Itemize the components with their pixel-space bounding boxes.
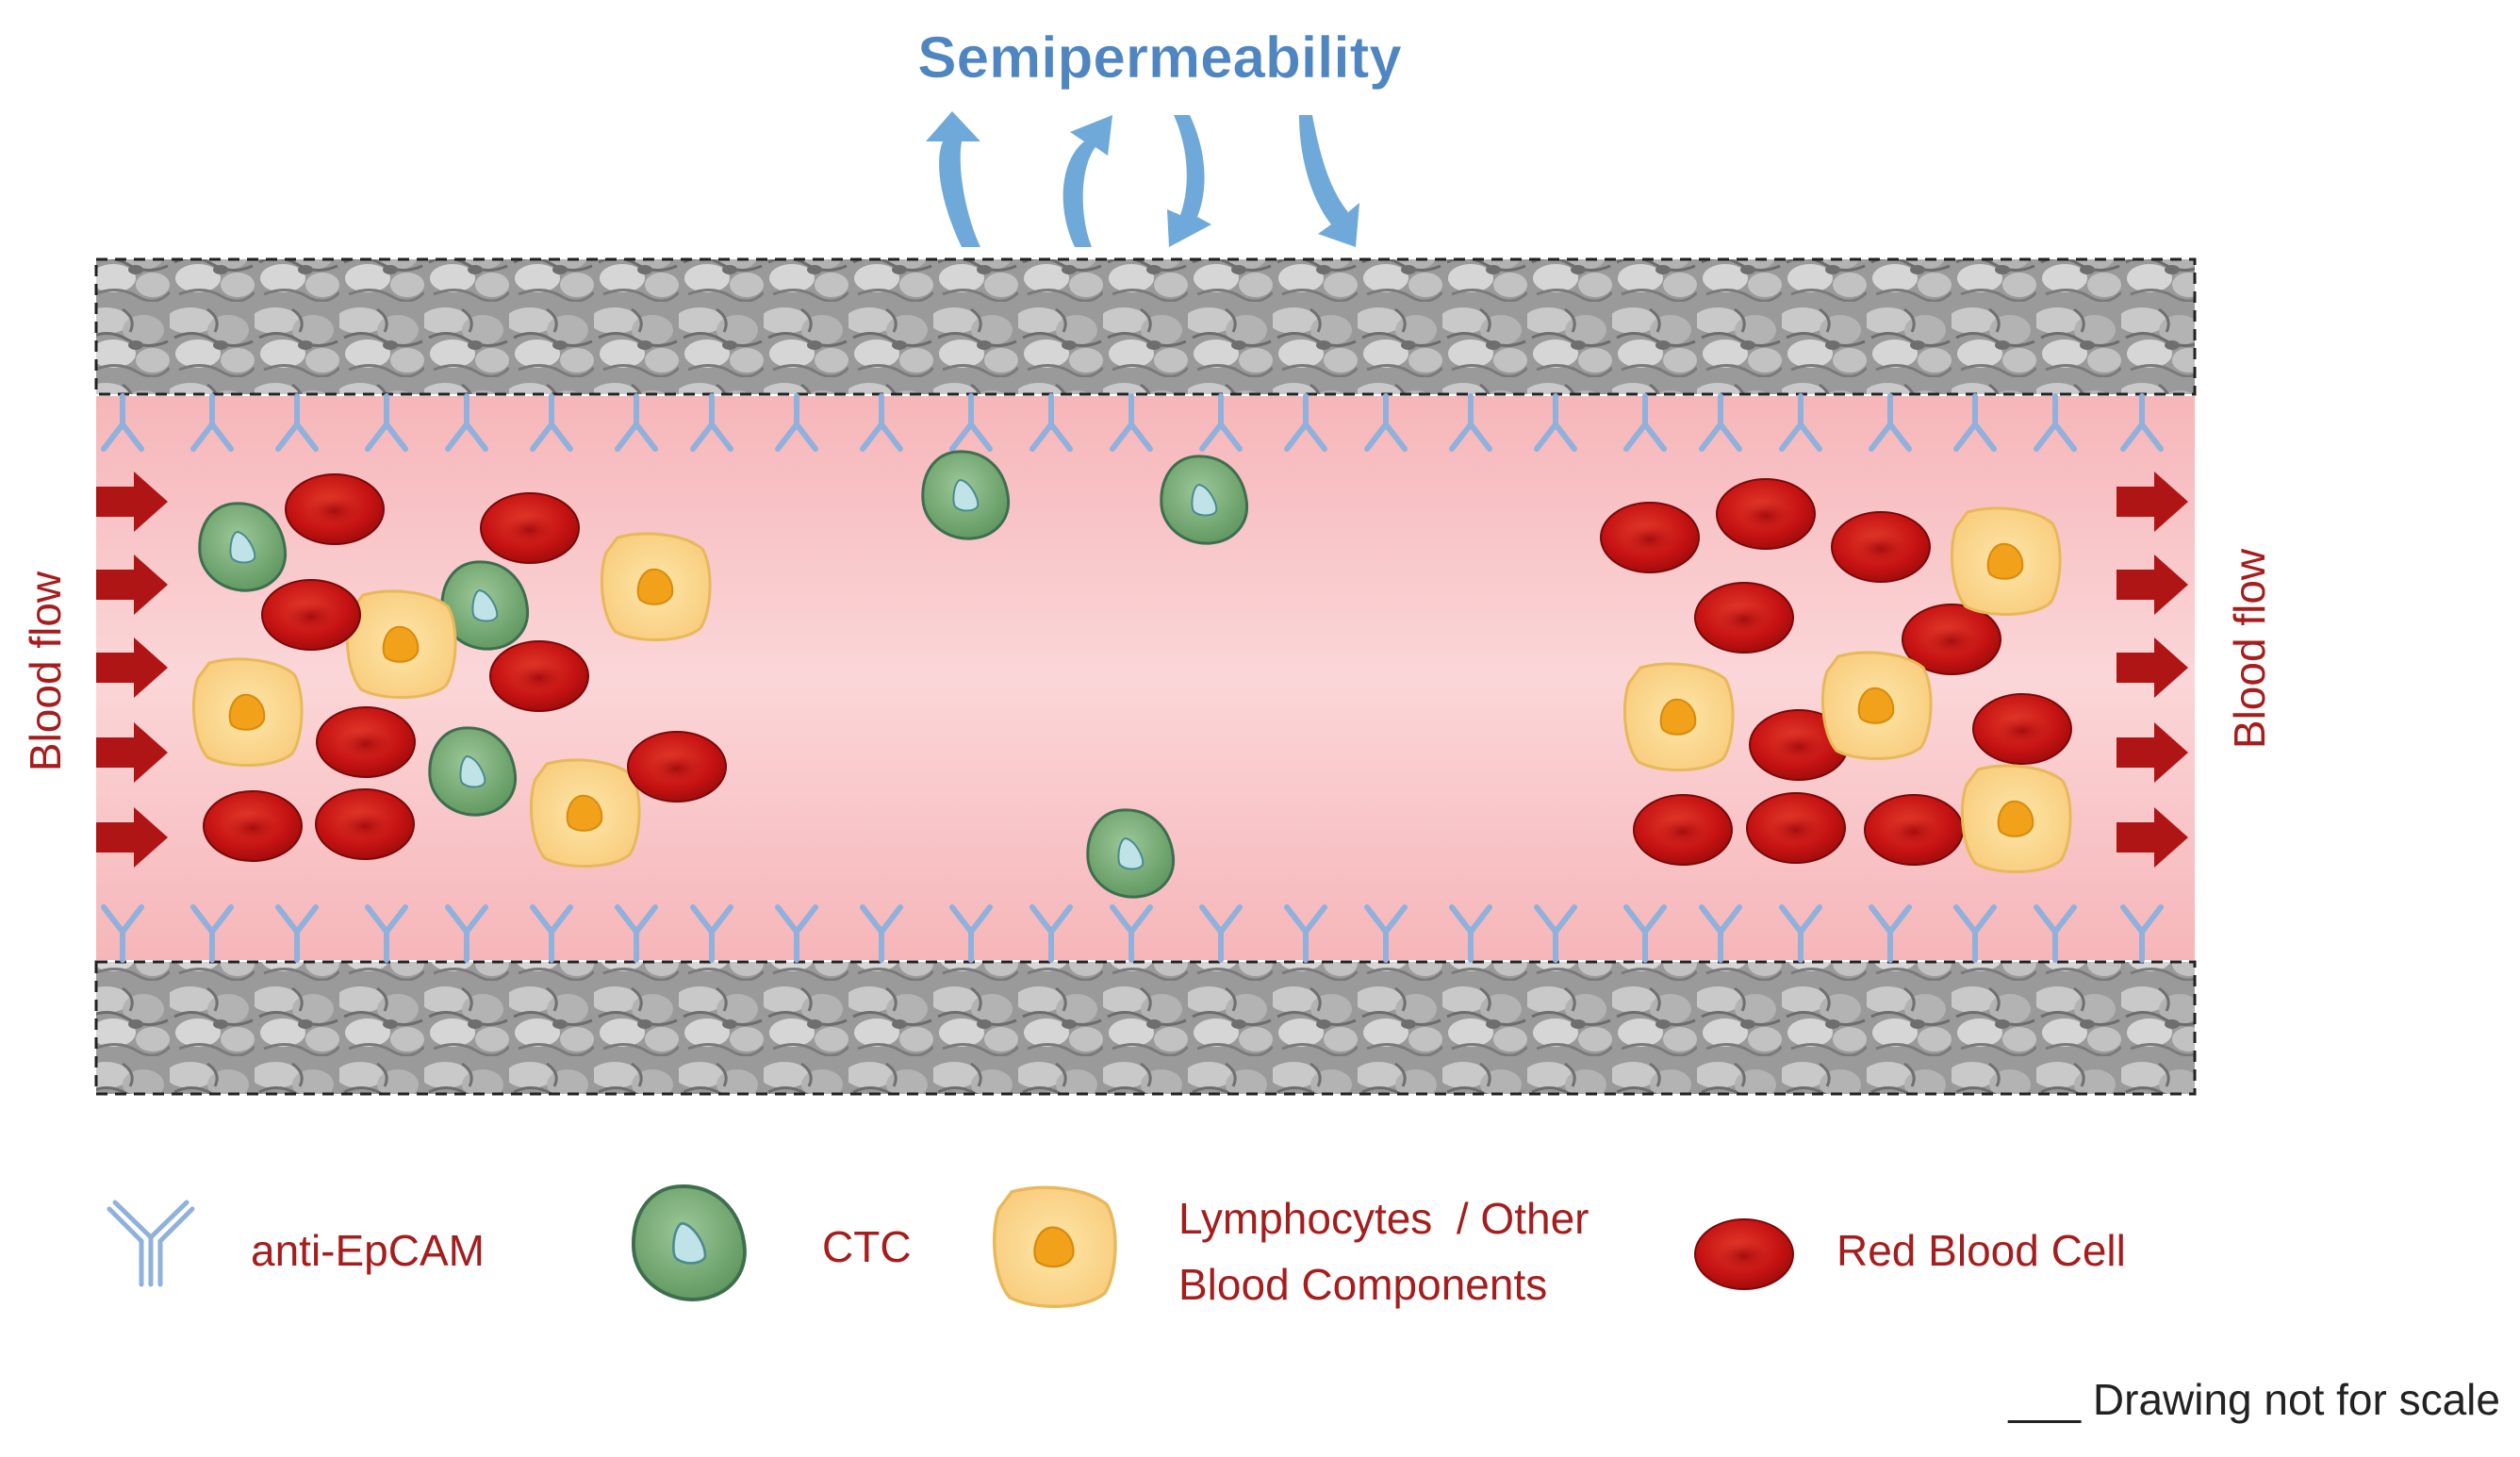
red-blood-cell-icon [1746, 792, 1846, 864]
red-blood-cell-icon [285, 473, 385, 545]
ctc-cell-icon [632, 1184, 747, 1301]
lymphocyte-icon [992, 1185, 1117, 1309]
red-blood-cell-icon [261, 579, 361, 651]
legend: anti-EpCAM CTC Lymphocytes / Other Blood… [107, 1184, 2126, 1309]
legend-antibody-label: anti-EpCAM [251, 1226, 485, 1275]
red-blood-cell-icon [1633, 794, 1733, 866]
vessel-wall-bottom [94, 960, 2197, 1096]
legend-rbc-label: Red Blood Cell [1836, 1226, 2126, 1275]
lymphocyte-icon [600, 532, 712, 642]
curved-arrow-icon [1299, 115, 1359, 247]
antibody-icon [107, 1200, 195, 1287]
semipermeability-arrows [926, 111, 1359, 247]
red-blood-cell-icon [627, 731, 727, 803]
red-blood-cell-icon [316, 706, 416, 778]
legend-rbc: Red Blood Cell [1694, 1218, 2126, 1290]
blood-flow-label-left: Blood flow [21, 571, 70, 771]
vessel-wall-top [94, 257, 2197, 396]
lymphocyte-icon [191, 657, 304, 768]
curved-arrow-icon [1062, 115, 1112, 247]
curved-arrow-icon [926, 111, 980, 247]
scale-note: ___ Drawing not for scale [2007, 1375, 2500, 1424]
red-blood-cell-icon [203, 790, 303, 862]
legend-antibody: anti-EpCAM [107, 1200, 485, 1287]
lymphocyte-icon [1820, 651, 1933, 761]
red-blood-cell-icon [1694, 582, 1794, 654]
legend-lymph-label-line1: Lymphocytes / Other [1178, 1194, 1589, 1243]
blood-flow-label-right: Blood flow [2225, 548, 2274, 749]
red-blood-cell-icon [489, 640, 589, 712]
red-blood-cell-icon [1694, 1218, 1794, 1290]
lymphocyte-icon [1960, 764, 2072, 874]
red-blood-cell-icon [1716, 478, 1816, 550]
legend-ctc-label: CTC [822, 1222, 912, 1271]
red-blood-cell-icon [1831, 511, 1931, 583]
legend-lymphocyte: Lymphocytes / Other Blood Components [992, 1185, 1589, 1309]
lymphocyte-icon [1950, 506, 2062, 617]
red-blood-cell-icon [480, 492, 580, 564]
red-blood-cell-icon [1972, 693, 2072, 765]
curved-arrow-icon [1167, 115, 1211, 247]
lymphocyte-icon [345, 589, 457, 700]
lymphocyte-icon [529, 758, 641, 869]
legend-ctc: CTC [632, 1184, 912, 1301]
red-blood-cell-icon [315, 788, 415, 860]
title: Semipermeability [917, 25, 1402, 91]
lymphocyte-icon [1622, 662, 1735, 772]
red-blood-cell-icon [1864, 794, 1964, 866]
red-blood-cell-icon [1600, 502, 1700, 573]
legend-lymph-label-line2: Blood Components [1178, 1260, 1547, 1309]
